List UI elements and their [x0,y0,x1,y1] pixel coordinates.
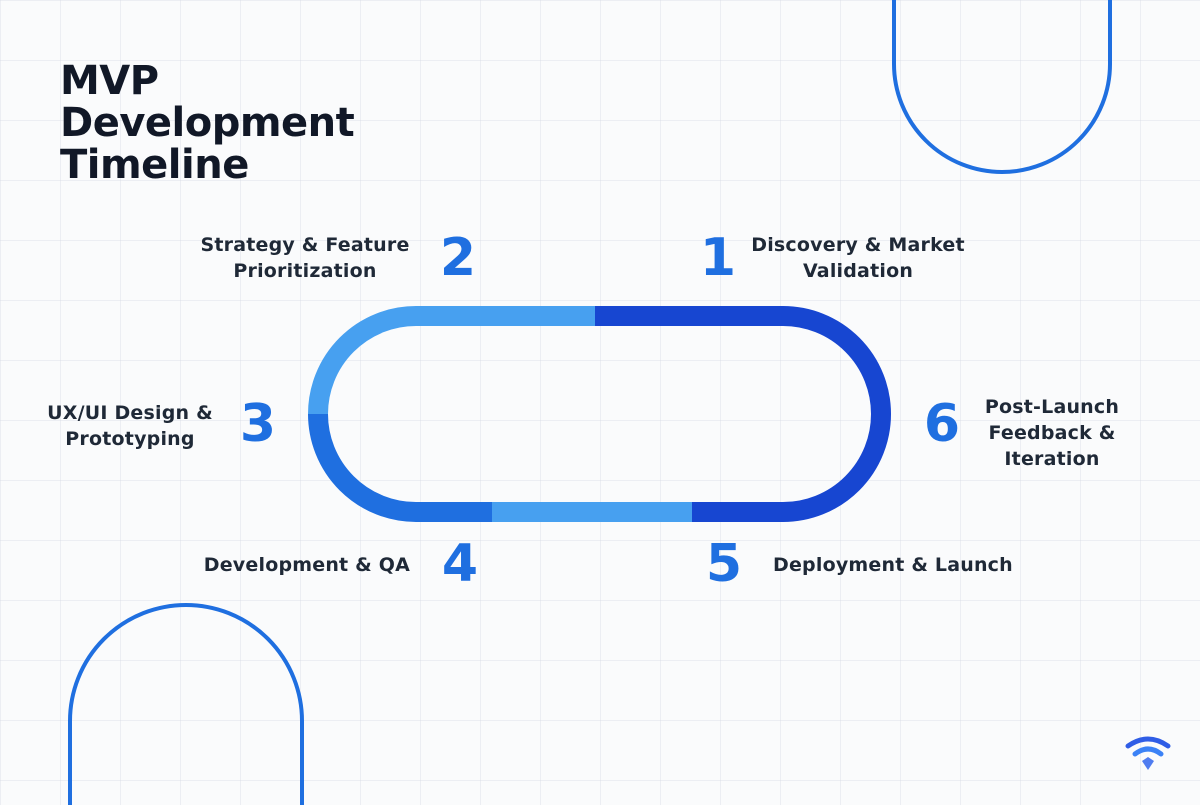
title-line-1: MVP [60,58,159,104]
step-2-label: Strategy & Feature Prioritization [200,234,410,282]
track-segment-2 [308,306,595,415]
step-2-number: 2 [439,228,477,288]
title-line-2: Development [60,100,355,146]
track-segment-3 [308,413,492,522]
step-4-number: 4 [441,534,479,594]
track-segment-1 [595,306,891,415]
step-5-number: 5 [705,534,743,594]
page-title: MVP Development Timeline [60,58,355,188]
step-1-label: Discovery & Market Validation [751,234,965,282]
step-3-label: UX/UI Design & Prototyping [47,402,213,450]
brand-logo-icon [1125,736,1171,770]
title-line-3: Timeline [60,142,249,188]
track-segment-5 [692,413,891,522]
decorative-arch-bottom [68,603,304,805]
step-1-number: 1 [699,228,737,288]
step-4-label: Development & QA [203,554,410,576]
step-3-number: 3 [239,394,277,454]
step-6-label: Post-Launch Feedback & Iteration [984,396,1120,470]
decorative-arch-top [892,0,1112,174]
step-6-number: 6 [923,394,961,454]
step-5-label: Deployment & Launch [773,554,1013,576]
